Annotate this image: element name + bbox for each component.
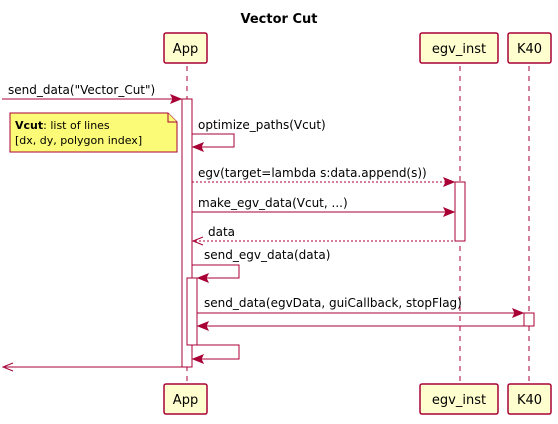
message-send-data-vector-cut: send_data("Vector_Cut") — [2, 83, 183, 104]
participant-k40-label: K40 — [517, 393, 542, 408]
participant-k40-top: K40 — [507, 32, 552, 64]
message-label: data — [208, 225, 235, 239]
participant-egv-inst-bottom: egv_inst — [419, 383, 499, 415]
note-text-line-2: [dx, dy, polygon index] — [15, 134, 142, 147]
message-label: make_egv_data(Vcut, ...) — [198, 196, 348, 210]
note-vcut: Vcut: list of lines [dx, dy, polygon ind… — [9, 112, 178, 153]
note-bold-term: Vcut — [15, 119, 43, 132]
participant-app-label: App — [173, 42, 198, 57]
svg-text:Vcut: list of lines: Vcut: list of lines — [15, 119, 110, 132]
message-self-return — [191, 344, 240, 364]
message-label: send_data(egvData, guiCallback, stopFlag… — [204, 296, 462, 310]
message-send-data-egv: send_data(egvData, guiCallback, stopFlag… — [197, 296, 525, 318]
participant-app-bottom: App — [163, 383, 208, 415]
message-final-return — [1, 362, 182, 372]
note-text: : list of lines — [43, 119, 110, 132]
message-label: send_data("Vector_Cut") — [8, 83, 155, 97]
message-label: optimize_paths(Vcut) — [198, 118, 326, 132]
participant-app-top: App — [163, 32, 208, 64]
activation-app-main — [181, 98, 193, 368]
message-send-egv-data: send_egv_data(data) — [192, 248, 330, 283]
participant-egv-inst-label: egv_inst — [432, 42, 486, 57]
message-optimize-paths: optimize_paths(Vcut) — [191, 118, 326, 152]
activation-egv-inst — [454, 181, 466, 242]
participant-egv-inst-label: egv_inst — [432, 393, 486, 408]
participant-app-label: App — [173, 393, 198, 408]
participant-egv-inst-top: egv_inst — [419, 32, 499, 64]
participant-k40-bottom: K40 — [507, 383, 552, 415]
message-data-return: data — [191, 225, 455, 246]
message-make-egv-data: make_egv_data(Vcut, ...) — [192, 196, 456, 217]
message-egv-constructor: egv(target=lambda s:data.append(s)) — [192, 166, 456, 187]
message-label: egv(target=lambda s:data.append(s)) — [198, 166, 427, 180]
message-k40-return — [196, 321, 524, 331]
activation-k40 — [523, 312, 535, 327]
diagram-title: Vector Cut — [241, 12, 318, 27]
message-label: send_egv_data(data) — [204, 248, 330, 262]
activation-app-nested — [186, 277, 198, 346]
participant-k40-label: K40 — [517, 42, 542, 57]
